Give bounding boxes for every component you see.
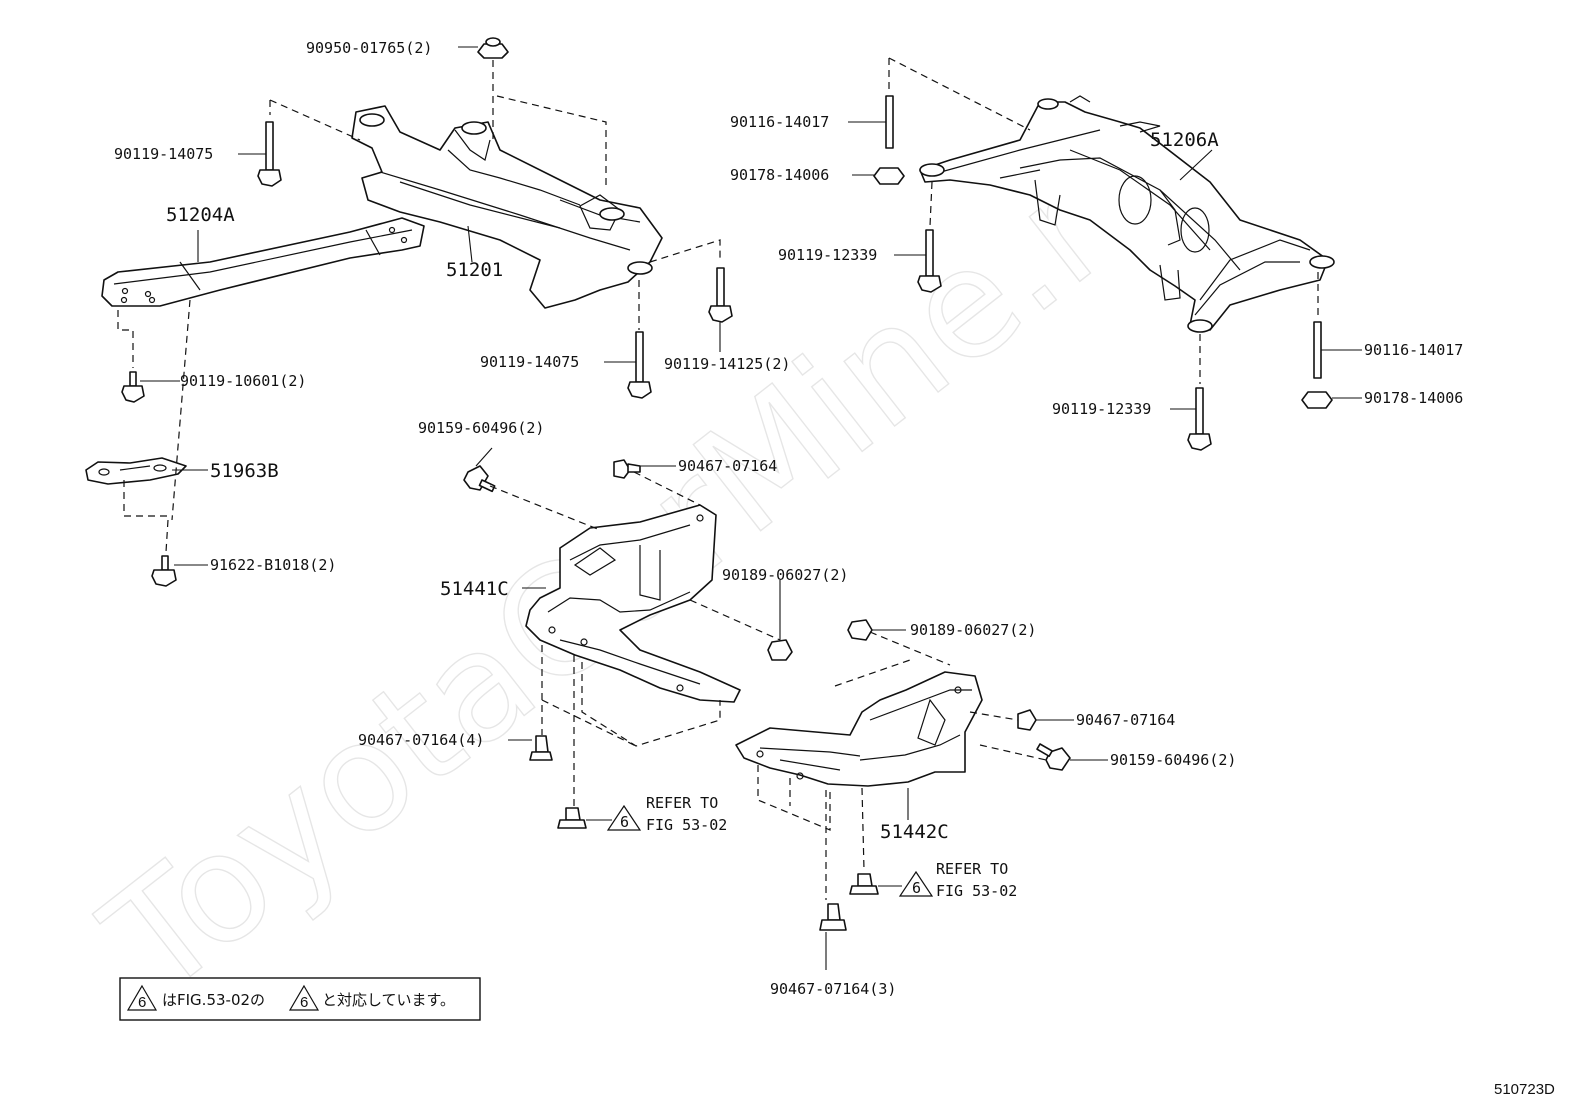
front-crossmember xyxy=(351,105,663,309)
refer-symbol: 6 xyxy=(912,879,921,897)
plate-51963b xyxy=(85,457,187,485)
stud-90116-14017-right xyxy=(1313,321,1322,379)
clip-90467-right xyxy=(1017,709,1037,731)
callout-c13: 90159-60496(2) xyxy=(418,419,544,437)
clip-refer-right xyxy=(849,873,879,895)
refer-symbol: 6 xyxy=(620,813,629,831)
rear-cover-51442c xyxy=(735,671,983,787)
brace-51204a xyxy=(101,217,425,307)
callout-c9: 90119-12339 xyxy=(778,246,877,264)
clip-90467-bottom-left xyxy=(529,735,553,761)
figure-code: 510723D xyxy=(1494,1081,1555,1098)
nut-90178-14006-top xyxy=(873,167,905,185)
bolt-91622-b1018 xyxy=(151,555,177,587)
bolt-90119-10601 xyxy=(121,371,145,403)
label-plate: 51963B xyxy=(210,460,279,482)
bolt-90119-14075-left xyxy=(257,121,282,187)
clip-90467-bottom xyxy=(819,903,847,931)
warning-triangle-icon xyxy=(126,984,158,1011)
callout-c16: 90467-07164(4) xyxy=(358,731,484,749)
note-box: 6 はFIG.53-02の 6 と対応しています。 xyxy=(119,977,481,1021)
bolt-90119-12339-left xyxy=(917,229,942,293)
callout-c5: 90119-14075 xyxy=(480,353,579,371)
warning-triangle-icon xyxy=(898,870,934,897)
note-symbol-b: 6 xyxy=(300,994,308,1011)
refer-line2: FIG 53-02 xyxy=(646,816,727,834)
callout-c18: 90467-07164 xyxy=(1076,711,1175,729)
callout-c14: 90467-07164 xyxy=(678,457,777,475)
nut-90178-14006-right xyxy=(1301,391,1333,409)
label-rear-crossmember: 51206A xyxy=(1150,129,1219,151)
warning-triangle-icon xyxy=(288,984,320,1011)
label-front-cover: 51441C xyxy=(440,578,509,600)
clip-90467-top xyxy=(613,459,641,479)
refer-block-left: 6 REFER TO FIG 53-02 xyxy=(606,794,727,834)
refer-line2: FIG 53-02 xyxy=(936,882,1017,900)
labels: 90950-01765(2) 90119-14075 51204A 51201 … xyxy=(114,39,1555,1098)
callout-c15: 90189-06027(2) xyxy=(722,566,848,584)
refer-line1: REFER TO xyxy=(936,860,1008,878)
clip-90189-left xyxy=(767,639,793,661)
flange-bolt-90159-left xyxy=(463,465,496,493)
callout-c10: 90116-14017 xyxy=(1364,341,1463,359)
clip-90189-right xyxy=(847,619,873,641)
refer-line1: REFER TO xyxy=(646,794,718,812)
fasteners xyxy=(121,37,1333,931)
callout-c20: 90467-07164(3) xyxy=(770,980,896,998)
rear-crossmember xyxy=(919,95,1335,333)
callout-c1: 90950-01765(2) xyxy=(306,39,432,57)
bolt-90119-12339-right xyxy=(1187,387,1212,451)
leader-lines xyxy=(140,46,1362,970)
note-symbol-a: 6 xyxy=(138,994,146,1011)
bolt-90119-14075-right xyxy=(627,331,652,399)
callout-c11: 90178-14006 xyxy=(1364,389,1463,407)
refer-block-right: 6 REFER TO FIG 53-02 xyxy=(898,860,1017,900)
callout-c4: 91622-B1018(2) xyxy=(210,556,336,574)
callout-c6: 90119-14125(2) xyxy=(664,355,790,373)
label-front-crossmember: 51201 xyxy=(446,259,503,281)
warning-triangle-icon xyxy=(606,804,642,831)
cap-nut-90950 xyxy=(477,37,509,59)
callout-c12: 90119-12339 xyxy=(1052,400,1151,418)
callout-c17: 90189-06027(2) xyxy=(910,621,1036,639)
bolt-90119-14125 xyxy=(708,267,733,323)
callout-c2: 90119-14075 xyxy=(114,145,213,163)
front-cover-51441c xyxy=(525,504,741,703)
assembly-lines xyxy=(117,57,1319,900)
label-rear-cover: 51442C xyxy=(880,821,949,843)
callout-c3: 90119-10601(2) xyxy=(180,372,306,390)
callout-c19: 90159-60496(2) xyxy=(1110,751,1236,769)
note-part-b: と対応しています。 xyxy=(322,991,455,1009)
callout-c8: 90178-14006 xyxy=(730,166,829,184)
label-brace: 51204A xyxy=(166,204,235,226)
note-part-a: はFIG.53-02の xyxy=(162,991,265,1009)
callout-c7: 90116-14017 xyxy=(730,113,829,131)
flange-bolt-90159-right xyxy=(1036,743,1071,771)
clip-refer-left xyxy=(557,807,587,829)
stud-90116-14017-top xyxy=(885,95,894,149)
